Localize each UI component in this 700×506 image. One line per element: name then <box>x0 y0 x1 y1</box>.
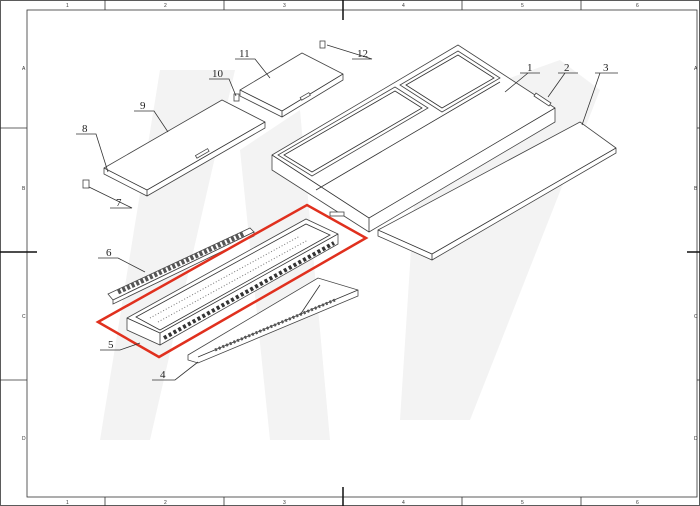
part-1-cabinet-body <box>271 44 556 233</box>
callout-11: 11 <box>239 48 250 60</box>
column-marker: 6 <box>636 3 639 9</box>
callout-12: 12 <box>357 48 368 60</box>
row-marker: D <box>22 436 26 442</box>
column-marker: 3 <box>283 3 286 9</box>
column-marker: 5 <box>521 500 524 506</box>
column-marker: 2 <box>164 3 167 9</box>
column-marker: 6 <box>636 500 639 506</box>
callouts <box>76 44 618 381</box>
callout-10: 10 <box>212 68 224 80</box>
callout-2: 2 <box>564 62 570 74</box>
part-5-tray <box>126 218 339 346</box>
column-marker: 1 <box>66 500 69 506</box>
callout-1: 1 <box>527 62 533 74</box>
callout-7: 7 <box>116 197 122 209</box>
column-marker: 2 <box>164 500 167 506</box>
column-marker: 5 <box>521 3 524 9</box>
callout-3: 3 <box>603 62 609 74</box>
row-marker: A <box>22 66 26 72</box>
row-marker: A <box>694 66 698 72</box>
column-marker: 4 <box>402 500 405 506</box>
column-marker: 4 <box>402 3 405 9</box>
callout-5: 5 <box>108 339 114 351</box>
row-marker: C <box>22 314 26 320</box>
part-11-cover <box>239 52 344 118</box>
part-9-cover <box>103 99 266 197</box>
part-3-top-panel <box>377 121 617 261</box>
part-10-clip <box>233 93 240 102</box>
part-12-clip <box>319 40 326 49</box>
column-marker: 3 <box>283 500 286 506</box>
row-marker: D <box>694 436 698 442</box>
row-marker: B <box>22 186 26 192</box>
callout-9: 9 <box>140 100 146 112</box>
part-2-bracket <box>533 92 552 107</box>
part-7-clip <box>82 179 90 189</box>
callout-4: 4 <box>160 369 166 381</box>
highlight-outline <box>95 203 369 359</box>
callout-8: 8 <box>82 123 88 135</box>
column-marker: 1 <box>66 3 69 9</box>
row-marker: B <box>694 186 698 192</box>
callout-6: 6 <box>106 247 112 259</box>
part-4-base-channel <box>187 277 359 364</box>
row-marker: C <box>694 314 698 320</box>
